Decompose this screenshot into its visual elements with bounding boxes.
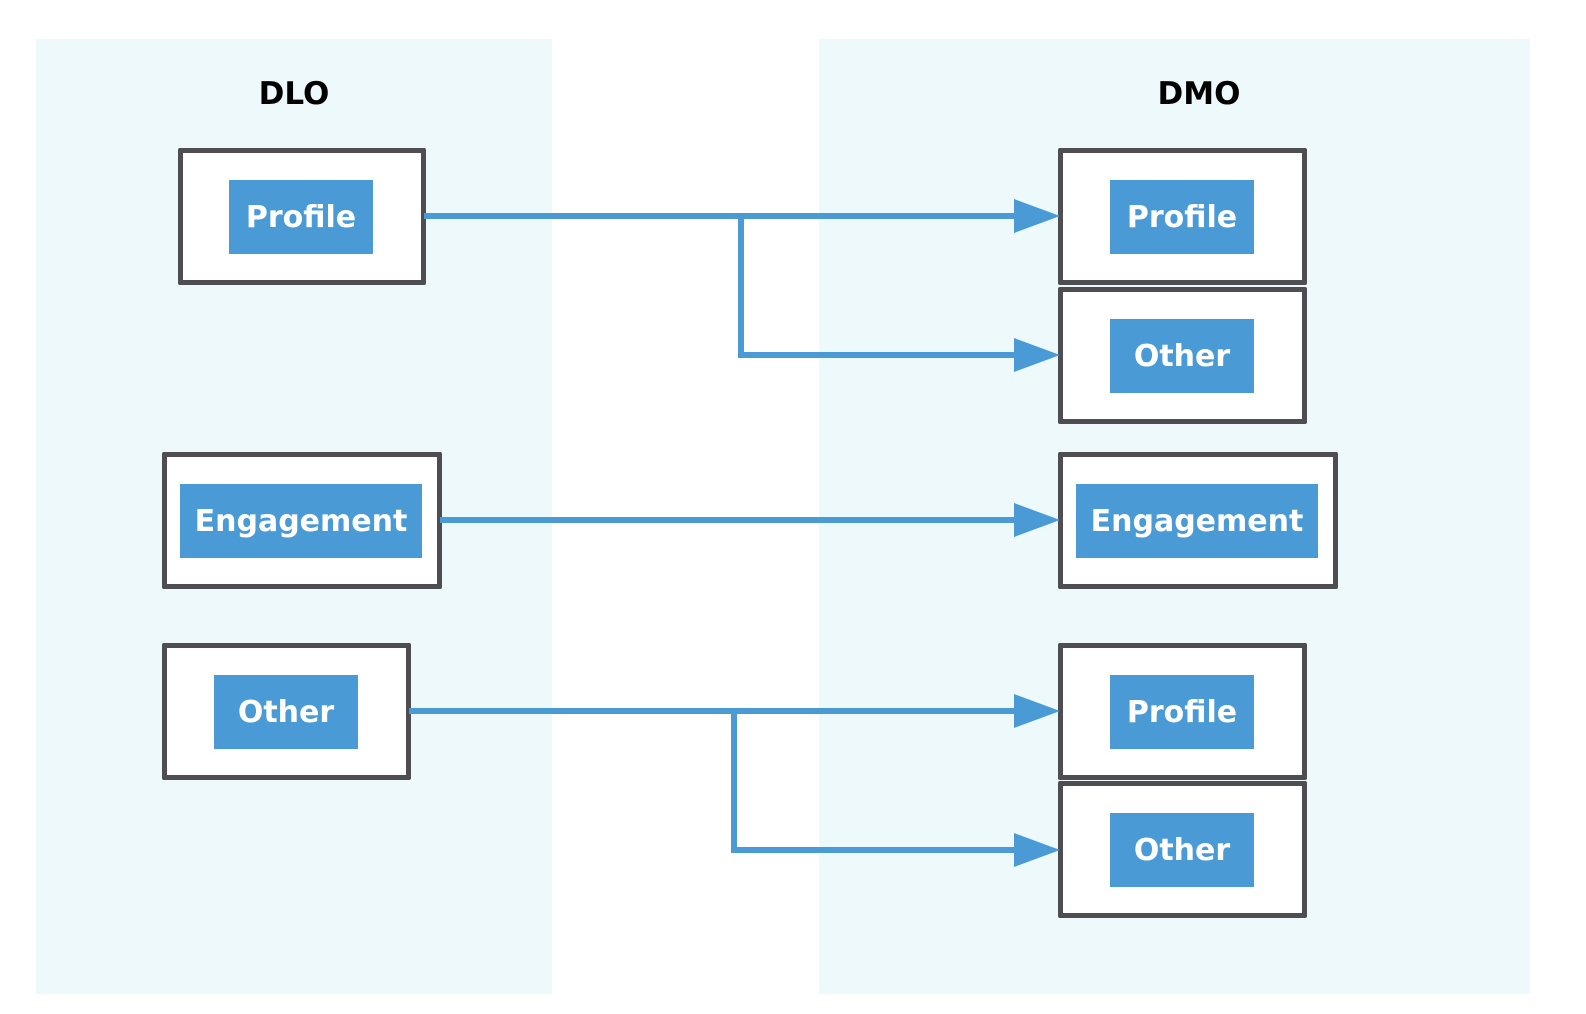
dlo-title: DLO xyxy=(258,76,330,112)
dlo-node-profile: Profile xyxy=(178,148,426,285)
dlo-engagement-label: Engagement xyxy=(180,484,422,558)
arrowhead-dmo-engagement xyxy=(1014,503,1060,537)
dmo-node-engagement: Engagement xyxy=(1058,452,1338,589)
dlo-profile-label: Profile xyxy=(229,180,373,254)
dmo-node-other: Other xyxy=(1058,287,1307,424)
dmo-engagement-label: Engagement xyxy=(1076,484,1318,558)
dmo-profile-label: Profile xyxy=(1110,180,1254,254)
connector-profile-to-other xyxy=(738,216,1018,358)
dmo-node-profile-2: Profile xyxy=(1058,643,1307,780)
dlo-node-other: Other xyxy=(162,643,411,780)
dmo-title: DMO xyxy=(1157,76,1241,112)
arrowhead-dmo-other-2 xyxy=(1014,833,1060,867)
dmo-node-profile: Profile xyxy=(1058,148,1307,285)
dlo-node-engagement: Engagement xyxy=(162,452,442,589)
dmo-profile-2-label: Profile xyxy=(1110,675,1254,749)
arrowhead-dmo-other xyxy=(1014,338,1060,372)
arrowhead-dmo-profile xyxy=(1014,199,1060,233)
dmo-node-other-2: Other xyxy=(1058,781,1307,918)
arrowhead-dmo-profile-2 xyxy=(1014,694,1060,728)
dmo-other-label: Other xyxy=(1110,319,1254,393)
dlo-other-label: Other xyxy=(214,675,358,749)
dmo-other-2-label: Other xyxy=(1110,813,1254,887)
connector-other-to-other xyxy=(731,711,1018,853)
